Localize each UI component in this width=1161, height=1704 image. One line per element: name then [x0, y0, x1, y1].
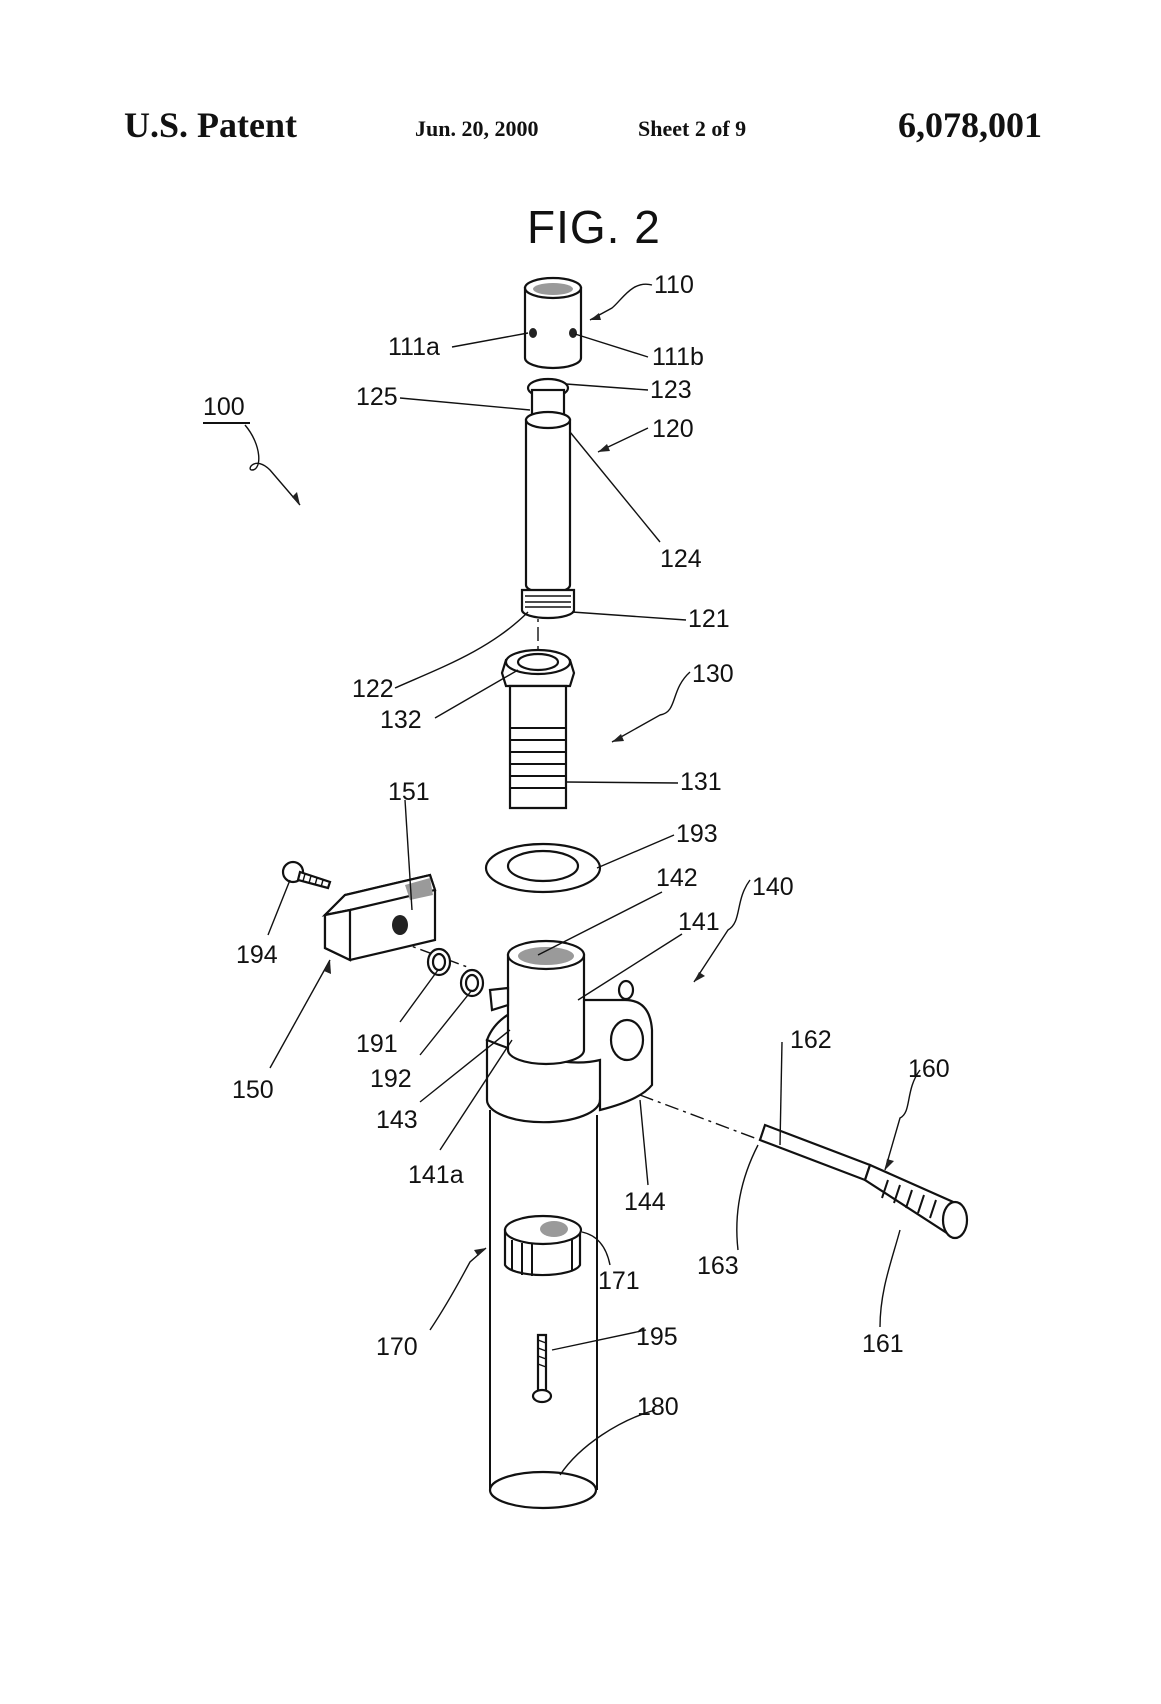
- label-142: 142: [656, 864, 698, 892]
- label-195: 195: [636, 1323, 678, 1351]
- label-120: 120: [652, 415, 694, 443]
- label-124: 124: [660, 545, 702, 573]
- label-162: 162: [790, 1026, 832, 1054]
- label-131: 131: [680, 768, 722, 796]
- header-date: Jun. 20, 2000: [415, 116, 539, 141]
- label-192: 192: [370, 1065, 412, 1093]
- threaded-tube-part-130: [500, 648, 576, 810]
- header-sheet-number: Sheet 2 of 9: [638, 116, 747, 141]
- label-141: 141: [678, 908, 720, 936]
- label-191: 191: [356, 1030, 398, 1058]
- label-132: 132: [380, 706, 422, 734]
- label-130: 130: [692, 660, 734, 688]
- leader-lines: [203, 283, 921, 1476]
- knob-part-150: [321, 873, 437, 962]
- gear-part-170: [503, 1214, 583, 1277]
- label-170: 170: [376, 1333, 418, 1361]
- label-143: 143: [376, 1106, 418, 1134]
- label-123: 123: [650, 376, 692, 404]
- label-111b: 111b: [652, 343, 704, 371]
- bolt-part-195: [531, 1333, 553, 1404]
- label-161: 161: [862, 1330, 904, 1358]
- label-125: 125: [356, 383, 398, 411]
- label-151: 151: [388, 778, 430, 806]
- rod-part-160: [758, 1123, 969, 1240]
- label-144: 144: [624, 1188, 666, 1216]
- header-patent-number: 6,078,001: [898, 105, 1042, 145]
- label-100: 100: [203, 393, 245, 421]
- label-150: 150: [232, 1076, 274, 1104]
- label-194: 194: [236, 941, 278, 969]
- ring-washer-part-193: [484, 842, 602, 894]
- rod-axis-line: [639, 1094, 761, 1141]
- screw-part-194: [281, 860, 332, 890]
- tube-part-180: [488, 1110, 598, 1510]
- label-163: 163: [697, 1252, 739, 1280]
- label-171: 171: [598, 1267, 640, 1295]
- figure-title: FIG. 2: [527, 201, 661, 253]
- reference-labels: 100 110 111a 111b 123 125 120 124 121 12…: [203, 271, 950, 1421]
- header-patent-label: U.S. Patent: [124, 105, 297, 145]
- sleeve-part-110: [523, 276, 583, 370]
- label-122: 122: [352, 675, 394, 703]
- body-part-140: [485, 939, 654, 1124]
- label-140: 140: [752, 873, 794, 901]
- label-110: 110: [654, 271, 694, 299]
- label-121: 121: [688, 605, 730, 633]
- label-141a: 141a: [408, 1161, 464, 1189]
- label-111a: 111a: [388, 333, 440, 361]
- shaft-part-120: [520, 377, 576, 620]
- label-160: 160: [908, 1055, 950, 1083]
- label-180: 180: [637, 1393, 679, 1421]
- label-193: 193: [676, 820, 718, 848]
